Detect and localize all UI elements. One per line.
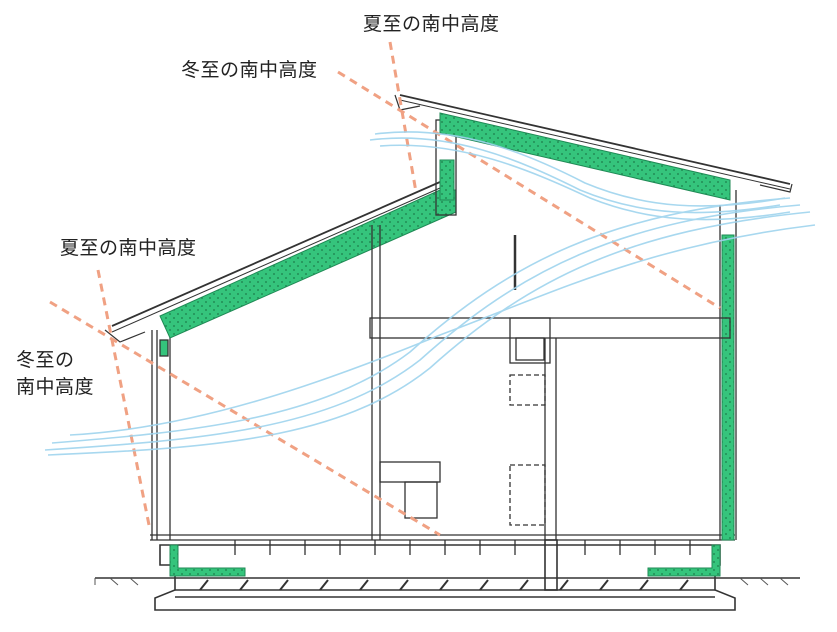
foundation bbox=[154, 539, 736, 611]
lower-roof bbox=[104, 181, 457, 343]
summer-solar-altitude-label-lower: 夏至の南中高度 bbox=[60, 237, 197, 259]
left-wall bbox=[151, 330, 171, 540]
winter-solar-altitude-label-lower-1: 冬至の bbox=[16, 349, 75, 371]
ground bbox=[94, 577, 800, 586]
summer-solar-altitude-label-upper: 夏至の南中高度 bbox=[363, 13, 500, 35]
wind-flow bbox=[44, 131, 816, 456]
summer-sun-line-upper bbox=[388, 41, 418, 193]
floor-insulation bbox=[169, 544, 721, 577]
right-wall bbox=[719, 190, 737, 541]
winter-sun-line-lower bbox=[49, 300, 441, 537]
interior-structure bbox=[369, 225, 731, 540]
winter-solar-altitude-label-lower-2: 南中高度 bbox=[16, 376, 95, 398]
summer-sun-line-lower bbox=[96, 269, 152, 531]
winter-sun-line-upper bbox=[337, 70, 721, 310]
floor-structure bbox=[150, 534, 735, 555]
sun-lines bbox=[49, 41, 721, 537]
upper-roof bbox=[394, 94, 793, 201]
winter-solar-altitude-label-upper: 冬至の南中高度 bbox=[181, 59, 318, 81]
